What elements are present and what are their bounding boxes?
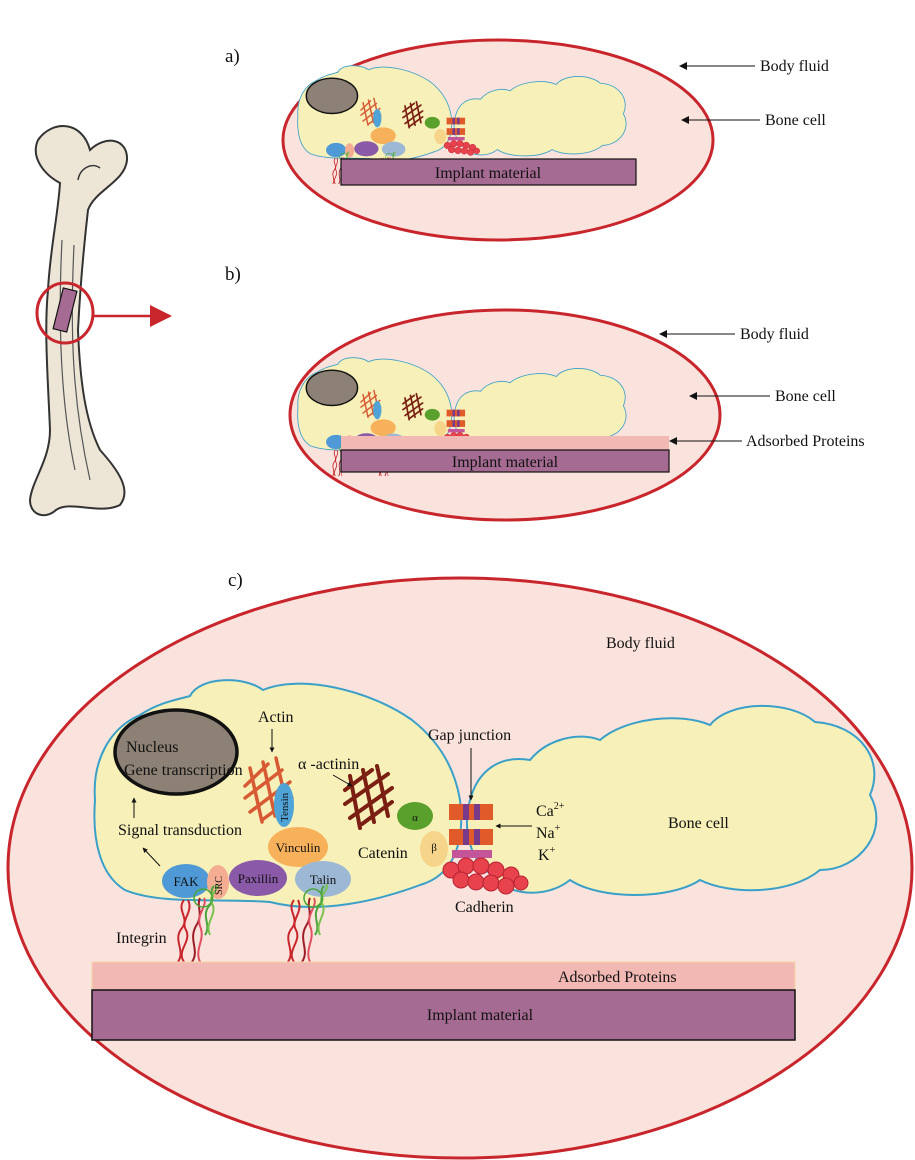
femur-outline	[30, 126, 127, 515]
panel-b-label: b)	[225, 264, 241, 285]
panel-c-gene-transcription-label: Gene transcription	[124, 762, 243, 779]
panel-b-adsorbed-label: Adsorbed Proteins	[746, 433, 865, 450]
panel-c-bone-cell-label: Bone cell	[668, 815, 729, 832]
panel-c-cadherin-label: Cadherin	[455, 899, 514, 916]
panel-c-fak-label: FAK	[173, 874, 199, 889]
panel-c-actin-label: Actin	[258, 709, 294, 726]
panel-a-label: a)	[225, 46, 240, 67]
panel-c-beta-label: β	[431, 842, 437, 854]
panel-b-adsorbed-proteins	[341, 436, 669, 450]
panel-a-implant-label: Implant material	[435, 165, 542, 182]
panel-c-paxillin-label: Paxillin	[238, 871, 279, 886]
panel-c-alpha-actinin-label: α -actinin	[298, 756, 359, 773]
panel-c-src-label: SRC	[214, 876, 225, 895]
panel-c-implant-label: Implant material	[427, 1007, 534, 1024]
panel-c-talin-label: Talin	[310, 872, 337, 887]
panel-c-integrin-label: Integrin	[116, 930, 167, 947]
panel-b-bone-cell-label: Bone cell	[775, 388, 836, 405]
panel-c-adsorbed-label: Adsorbed Proteins	[558, 969, 677, 986]
panel-c: c) Body fluid Nucleus Gene transcription…	[8, 570, 912, 1158]
panel-c-body-fluid-label: Body fluid	[606, 635, 675, 652]
panel-c-nucleus-label: Nucleus	[126, 739, 178, 756]
panel-c-adsorbed-proteins	[92, 962, 795, 990]
panel-a: a) Implant material Body fluid Bone cell	[225, 40, 829, 240]
panel-b-body-fluid-label: Body fluid	[740, 326, 809, 343]
panel-b-implant-label: Implant material	[452, 454, 559, 471]
panel-b: b) Implant material Body fluid Bone cell…	[225, 264, 865, 520]
panel-c-label: c)	[228, 570, 243, 591]
panel-a-body-fluid-label: Body fluid	[760, 58, 829, 75]
panel-c-gap-junction-label: Gap junction	[428, 727, 511, 744]
panel-c-tensin-label: Tensin	[279, 792, 291, 822]
panel-c-vinculin-label: Vinculin	[276, 840, 321, 855]
panel-c-catenin-label: Catenin	[358, 845, 408, 862]
panel-c-alpha-label: α	[412, 812, 418, 824]
femur-bone	[30, 126, 170, 515]
panel-a-bone-cell-label: Bone cell	[765, 112, 826, 129]
panel-c-signal-transduction-label: Signal transduction	[118, 822, 242, 839]
